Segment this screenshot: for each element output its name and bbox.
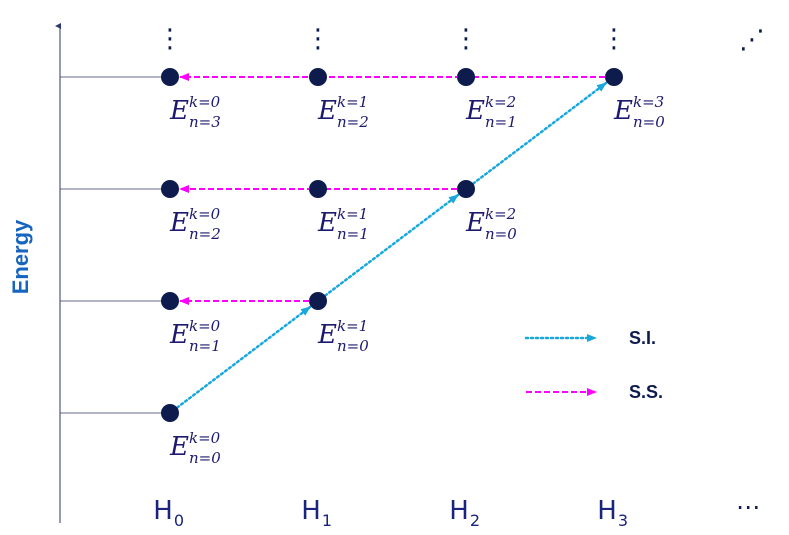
state-node-L3-H0: [161, 68, 179, 86]
vertical-ellipsis-H0: ⋮: [157, 24, 183, 54]
state-node-L3-H3: [605, 68, 623, 86]
state-node-L2-H0: [161, 180, 179, 198]
k-superscript: k=1: [337, 93, 368, 111]
energy-axis-label: Energy: [8, 219, 33, 294]
state-nodes: [161, 68, 623, 422]
column-base: H: [153, 496, 173, 526]
k-superscript: k=1: [337, 317, 368, 335]
state-node-L3-H2: [457, 68, 475, 86]
legend-item-0: S.I.: [524, 328, 656, 348]
n-subscript: n=3: [189, 113, 221, 131]
energy-levels: [60, 76, 170, 414]
ss-arrows: [179, 73, 614, 305]
column-base: H: [597, 496, 617, 526]
k-superscript: k=2: [485, 205, 516, 223]
vertical-ellipsis-H1: ⋮: [305, 24, 331, 54]
n-subscript: n=0: [189, 449, 221, 467]
vertical-ellipsis-H2: ⋮: [453, 24, 479, 54]
n-subscript: n=1: [485, 113, 517, 131]
n-subscript: n=2: [337, 113, 369, 131]
column-base: H: [301, 496, 321, 526]
legend: S.I. S.S.: [524, 328, 663, 402]
state-node-L0-H0: [161, 404, 179, 422]
legend-label: S.S.: [629, 382, 663, 402]
n-subscript: n=0: [633, 113, 665, 131]
energy-symbol: E: [169, 432, 189, 462]
n-subscript: n=0: [337, 337, 369, 355]
state-node-L2-H2: [457, 180, 475, 198]
n-subscript: n=1: [189, 337, 221, 355]
k-superscript: k=0: [189, 93, 221, 111]
si-arrow-1: [323, 193, 460, 297]
n-subscript: n=0: [485, 225, 517, 243]
column-subscript: 1: [322, 511, 332, 530]
si-arrows: [175, 81, 608, 409]
energy-symbol: E: [465, 208, 485, 238]
energy-symbol: E: [169, 208, 189, 238]
k-superscript: k=0: [189, 317, 221, 335]
k-superscript: k=0: [189, 205, 221, 223]
column-ellipsis: ⋯: [736, 493, 760, 521]
si-arrow-0: [175, 305, 312, 409]
k-superscript: k=0: [189, 429, 221, 447]
k-superscript: k=2: [485, 93, 516, 111]
vertical-ellipses: ⋮ ⋮ ⋮ ⋮: [157, 24, 627, 54]
column-subscript: 0: [174, 511, 184, 530]
legend-label: S.I.: [629, 328, 656, 348]
column-subscript: 2: [470, 511, 480, 530]
energy-symbol: E: [317, 96, 337, 126]
state-node-L1-H1: [309, 292, 327, 310]
energy-symbol: E: [465, 96, 485, 126]
state-node-L3-H1: [309, 68, 327, 86]
energy-symbol: E: [169, 320, 189, 350]
energy-symbol: E: [317, 208, 337, 238]
k-superscript: k=1: [337, 205, 368, 223]
energy-symbol: E: [317, 320, 337, 350]
energy-symbol: E: [169, 96, 189, 126]
n-subscript: n=1: [337, 225, 369, 243]
column-base: H: [449, 496, 469, 526]
n-subscript: n=2: [189, 225, 221, 243]
vertical-ellipsis-H3: ⋮: [601, 24, 627, 54]
k-superscript: k=3: [633, 93, 664, 111]
diagonal-ellipsis: ⋰: [739, 25, 765, 55]
legend-item-1: S.S.: [526, 382, 663, 402]
state-node-L1-H0: [161, 292, 179, 310]
energy-symbol: E: [613, 96, 633, 126]
state-node-L2-H1: [309, 180, 327, 198]
si-arrow-2: [471, 81, 608, 185]
column-subscript: 3: [618, 511, 628, 530]
